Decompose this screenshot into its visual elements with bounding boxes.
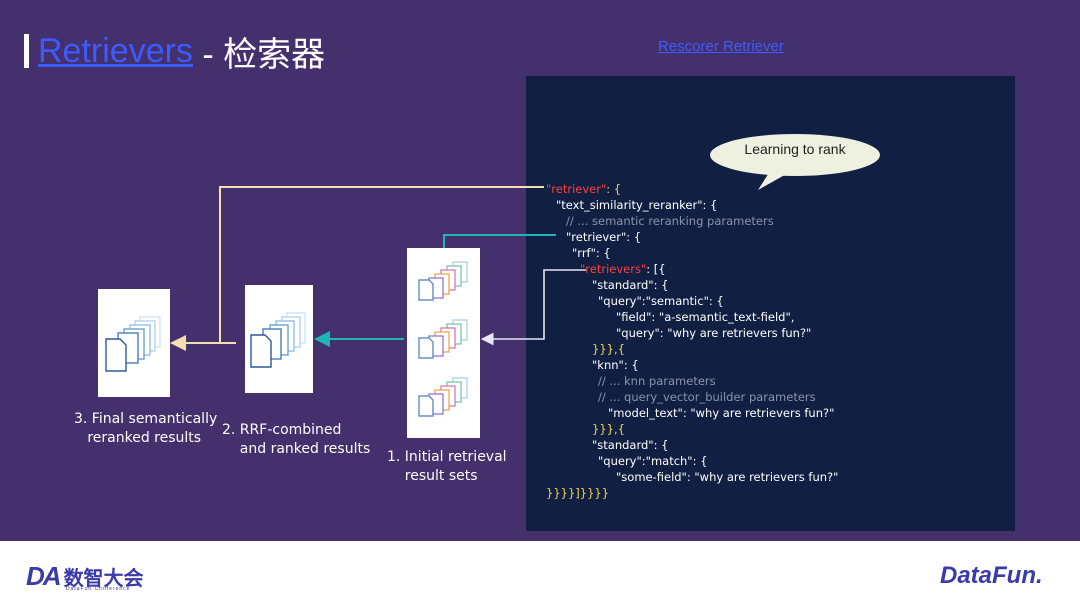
code-line-8: "query":"semantic": { — [598, 294, 724, 308]
code-line-5: "rrf": { — [572, 246, 611, 260]
code-line-1: "retriever": { — [546, 182, 622, 196]
code-line-15: "model_text": "why are retrievers fun?" — [608, 406, 835, 420]
da-mark: DA — [26, 561, 62, 591]
retrievers-link[interactable]: Retrievers — [38, 31, 193, 70]
code-line-19: "some-field": "why are retrievers fun?" — [616, 470, 839, 484]
rrf-results-card — [245, 285, 313, 393]
document-stack-icon — [250, 312, 306, 368]
code-line-4: "retriever": { — [566, 230, 642, 244]
bubble-text: Learning to rank — [744, 141, 846, 157]
code-line-14: // ... query_vector_builder parameters — [598, 390, 816, 404]
code-line-12: "knn": { — [592, 358, 639, 372]
slide: Retrievers - 检索器 Rescorer Retriever "ret… — [24, 26, 1015, 531]
code-line-18: "query":"match": { — [598, 454, 708, 468]
final-results-card — [98, 289, 170, 397]
code-line-10: "query": "why are retrievers fun?" — [616, 326, 812, 340]
document-stack-icon — [105, 316, 161, 372]
code-line-16: }}},{ — [592, 422, 625, 436]
code-line-13: // ... knn parameters — [598, 374, 716, 388]
title-suffix: - 检索器 — [192, 35, 326, 74]
learning-to-rank-bubble — [710, 134, 880, 176]
code-line-20: }}}}]}}}} — [546, 486, 610, 500]
label-final-reranked: 3. Final semantically reranked results — [74, 411, 218, 446]
code-line-17: "standard": { — [592, 438, 669, 452]
code-line-6: "retrievers": [{ — [580, 262, 666, 276]
slide-title: Retrievers - 检索器 — [24, 26, 325, 76]
label-rrf-combined: 2. RRF-combined and ranked results — [222, 422, 371, 457]
datafun-logo: DataFun. — [940, 562, 1043, 589]
code-line-9: "field": "a-semantic_text-field", — [616, 310, 795, 324]
code-line-11: }}},{ — [592, 342, 625, 356]
code-line-7: "standard": { — [592, 278, 669, 292]
footer — [0, 541, 1080, 607]
result-sets-icon — [418, 261, 468, 417]
label-initial-retrieval: 1. Initial retrieval result sets — [387, 449, 507, 484]
bubble-tail — [758, 168, 790, 190]
da-subtitle: DataFun Conference — [66, 586, 131, 592]
initial-results-card — [407, 248, 480, 438]
code-line-2: "text_similarity_reranker": { — [556, 198, 718, 212]
code-line-3: // ... semantic reranking parameters — [566, 214, 774, 228]
da-logo: DA 数智大会 — [26, 561, 144, 592]
da-text: 数智大会 — [63, 568, 144, 590]
rescorer-retriever-link[interactable]: Rescorer Retriever — [658, 38, 784, 55]
title-accent-bar — [24, 34, 29, 68]
